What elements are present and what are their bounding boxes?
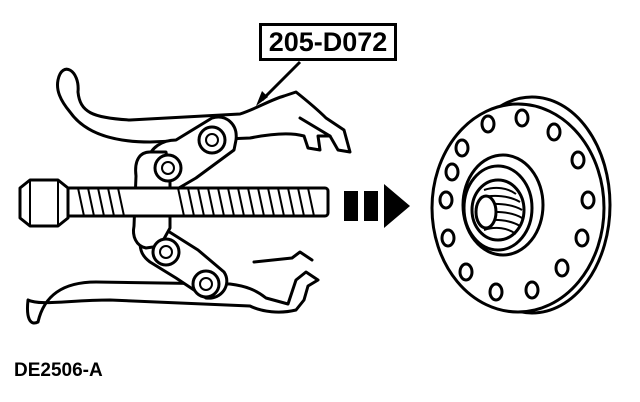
hub-flange-icon [430, 95, 612, 315]
three-jaw-puller-icon [18, 67, 352, 325]
figure-id-label: DE2506-A [14, 360, 103, 381]
tool-number-label: 205-D072 [259, 23, 397, 61]
direction-arrow-icon [344, 184, 410, 228]
leader-arrow [256, 60, 302, 106]
